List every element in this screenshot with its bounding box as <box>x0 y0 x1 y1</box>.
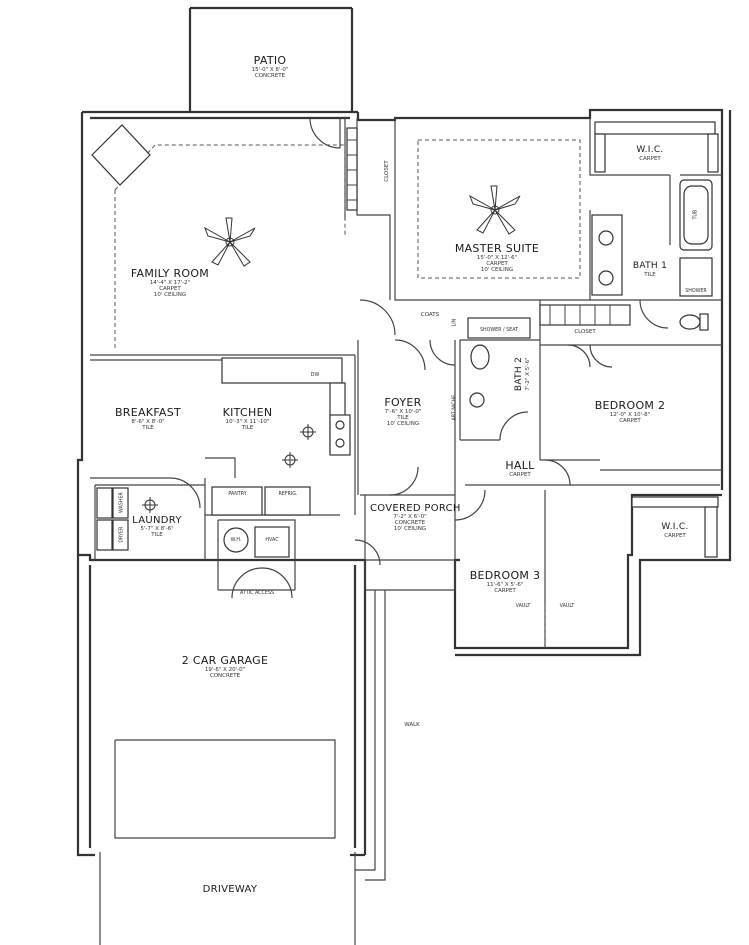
bath1-label: BATH 1 TILE <box>625 261 675 278</box>
bedroom3-label: BEDROOM 3 11'-6" X 5'-6" CARPET <box>465 569 545 595</box>
room-finish: CARPET <box>494 588 516 595</box>
shower-seat-label: SHOWER / SEAT <box>479 328 519 333</box>
room-finish: TILE <box>397 415 409 422</box>
room-name: KITCHEN <box>222 406 273 419</box>
room-finish: CARPET <box>664 532 686 539</box>
exterior-walls <box>76 108 732 857</box>
covered-porch-label: COVERED PORCH 7'-2" X 6'-0" CONCRETE 10'… <box>370 503 461 533</box>
hall-label: HALL CARPET <box>495 459 545 479</box>
room-dims: 15'-0" X 8'-0" <box>251 67 289 74</box>
bedroom2-label: BEDROOM 2 12'-0" X 10'-8" CARPET <box>580 399 680 425</box>
room-name: PATIO <box>253 54 287 67</box>
room-dims: 14'-4" X 17'-2" <box>149 280 191 287</box>
dishwasher-label: DW <box>310 373 320 378</box>
room-dims: 10'-3" X 11'-10" <box>225 419 270 426</box>
closet-shelving <box>346 121 719 558</box>
room-name: W.I.C. <box>661 522 689 532</box>
master-closet-label: CLOSET <box>383 160 390 182</box>
bath2-label: BATH 2 7'-2" X 5'-6" <box>514 344 531 404</box>
water-heater-label: W.H. <box>230 538 242 543</box>
refrig-label: REFRIG. <box>278 492 298 497</box>
bedroom2-closet-label: CLOSET <box>574 329 596 335</box>
room-dims: 8'-6" X 8'-0" <box>131 419 165 426</box>
room-name: FAMILY ROOM <box>130 267 210 280</box>
family-room-label: FAMILY ROOM 14'-4" X 17'-2" CARPET 10' C… <box>120 267 220 299</box>
room-finish: TILE <box>151 532 163 539</box>
room-finish: CONCRETE <box>254 73 286 80</box>
linen-label: LIN <box>452 318 458 327</box>
room-dims: 11'-6" X 5'-6" <box>486 582 524 589</box>
walk-label: WALK <box>404 722 420 728</box>
room-dims: 15'-0" X 12'-6" <box>476 255 518 262</box>
room-ceiling: 10' CEILING <box>386 421 420 428</box>
master-suite-label: MASTER SUITE 15'-0" X 12'-6" CARPET 10' … <box>447 242 547 274</box>
room-name: BATH 2 <box>514 356 525 392</box>
hvac-label: HVAC <box>265 538 279 543</box>
dryer-label: DRYER <box>119 526 125 543</box>
patio-label: PATIO 15'-0" X 8'-0" CONCRETE <box>225 54 315 80</box>
art-niche-label: ART NICHE <box>452 394 458 421</box>
room-finish: CONCRETE <box>394 520 426 527</box>
room-finish: TILE <box>241 425 254 432</box>
vault-left-label: VAULT <box>515 604 531 609</box>
room-name: BEDROOM 3 <box>469 569 541 582</box>
interior-walls <box>90 118 722 945</box>
room-name: FOYER <box>384 396 422 409</box>
fixtures <box>96 179 713 648</box>
room-ceiling: 10' CEILING <box>153 292 187 299</box>
room-finish: TILE <box>142 425 154 432</box>
room-finish: CARPET <box>159 286 181 293</box>
room-finish: CARPET <box>509 472 531 479</box>
room-name: 2 CAR GARAGE <box>181 654 269 667</box>
pantry-label: PANTRY <box>228 492 247 497</box>
room-dims: 7'-6" X 10'-0" <box>384 409 422 416</box>
garage-label: 2 CAR GARAGE 19'-6" X 20'-0" CONCRETE <box>170 654 280 680</box>
foyer-label: FOYER 7'-6" X 10'-0" TILE 10' CEILING <box>368 396 438 428</box>
room-dims: 5'-7" X 8'-6" <box>140 526 174 532</box>
breakfast-label: BREAKFAST 8'-6" X 8'-0" TILE <box>108 406 188 432</box>
room-name: BATH 1 <box>632 261 668 271</box>
room-name: BREAKFAST <box>114 406 182 419</box>
room-finish: CARPET <box>639 155 661 162</box>
laundry-label: LAUNDRY 5'-7" X 8'-6" TILE <box>127 515 187 538</box>
washer-label: WASHER <box>119 492 125 514</box>
room-dims: 7'-2" X 5'-6" <box>524 357 531 391</box>
room-dims: 12'-0" X 10'-8" <box>609 412 651 419</box>
room-dims: 7'-2" X 6'-0" <box>393 514 427 520</box>
wic2-label: W.I.C. CARPET <box>650 522 700 539</box>
room-name: LAUNDRY <box>132 515 182 526</box>
driveway-label: DRIVEWAY <box>202 884 258 895</box>
vault-right-label: VAULT <box>559 604 575 609</box>
master-wic-label: W.I.C. CARPET <box>625 145 675 162</box>
attic-access-label: ATTIC ACCESS <box>240 591 274 596</box>
room-ceiling: 10' CEILING <box>480 267 514 274</box>
tub-label: TUB <box>693 209 699 220</box>
kitchen-label: KITCHEN 10'-3" X 11'-10" TILE <box>210 406 285 432</box>
room-finish: CARPET <box>486 261 508 268</box>
light-fixture-icon <box>142 424 316 513</box>
room-finish: CONCRETE <box>209 673 241 680</box>
ceiling-fan-icon <box>204 217 256 267</box>
room-name: MASTER SUITE <box>454 242 540 255</box>
fireplace <box>91 124 151 186</box>
room-finish: TILE <box>644 271 656 278</box>
door-swings <box>169 117 669 599</box>
room-name: COVERED PORCH <box>370 503 461 514</box>
coats-label: COATS <box>420 312 440 318</box>
ceiling-fan-icon <box>469 185 521 235</box>
room-name: W.I.C. <box>636 145 664 155</box>
shower-label: SHOWER <box>685 289 707 294</box>
room-dims: 19'-6" X 20'-0" <box>204 667 246 674</box>
room-name: HALL <box>505 459 535 472</box>
room-name: BEDROOM 2 <box>594 399 666 412</box>
room-ceiling: 10' CEILING <box>393 526 427 533</box>
patio-outline <box>188 6 354 112</box>
room-finish: CARPET <box>619 418 641 425</box>
